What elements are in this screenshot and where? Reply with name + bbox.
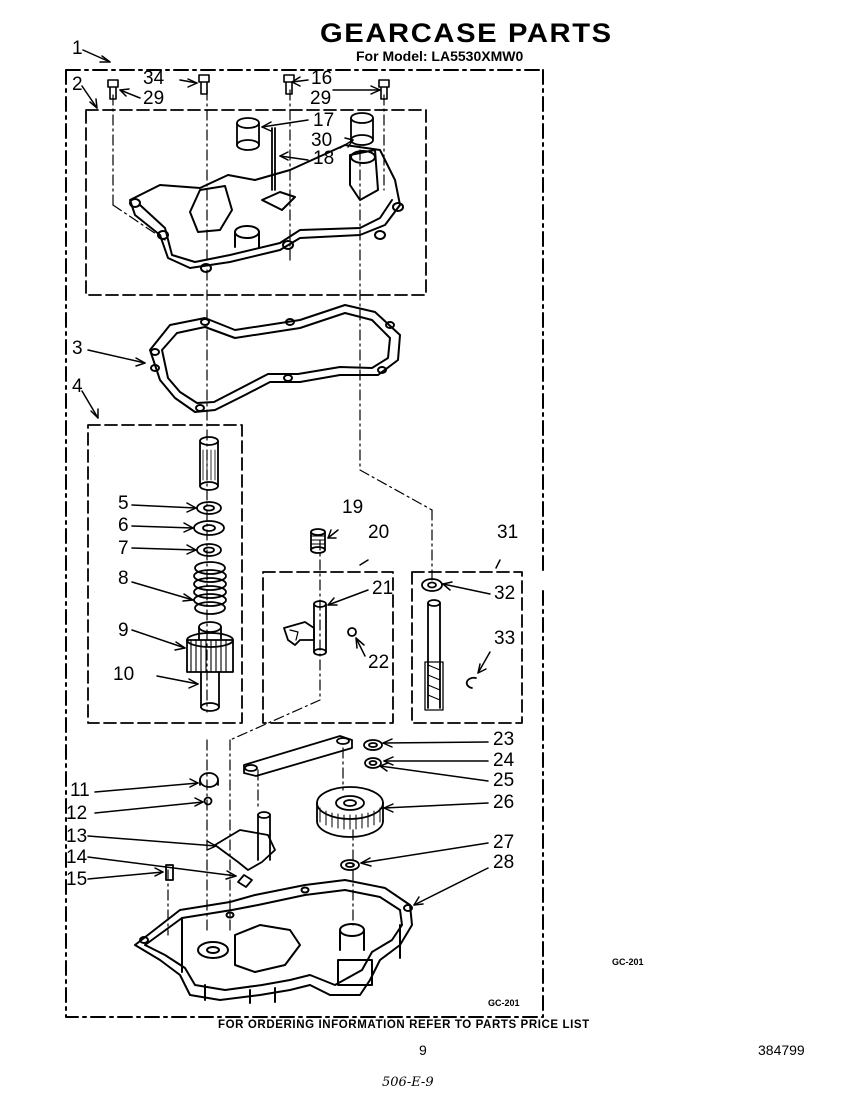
pinion-group-box (411, 571, 523, 724)
cam-shifter (165, 811, 276, 888)
callout-28: 28 (493, 852, 515, 873)
gearcase-cover (129, 144, 404, 273)
callout-18: 18 (313, 148, 335, 169)
callout-32: 32 (494, 583, 516, 604)
callout-15: 15 (66, 869, 88, 890)
bushings (236, 112, 374, 191)
callout-30: 30 (311, 130, 333, 151)
model-subtitle: For Model: LA5530XMW0 (356, 48, 524, 64)
callout-19: 19 (342, 497, 364, 518)
callout-12: 12 (66, 803, 88, 824)
callout-8: 8 (118, 568, 129, 589)
callout-3: 3 (72, 338, 83, 359)
drive-lever (243, 735, 383, 777)
callout-17: 17 (313, 110, 335, 131)
alignment-lines (112, 89, 433, 936)
callout-29-right: 29 (310, 88, 332, 109)
callout-4: 4 (72, 376, 83, 397)
callout-29-left: 29 (143, 88, 165, 109)
document-number: 384799 (758, 1042, 805, 1058)
handwritten-note: 506-E-9 (382, 1075, 434, 1090)
callout-20: 20 (368, 522, 390, 543)
agitate-shaft-assembly (186, 436, 234, 712)
seal-ball (199, 772, 219, 806)
drawing-code-right: GC-201 (612, 957, 644, 967)
callout-25: 25 (493, 770, 515, 791)
gasket (149, 304, 401, 413)
callout-24: 24 (493, 750, 515, 771)
callout-14: 14 (66, 847, 88, 868)
callout-21: 21 (372, 578, 394, 599)
callout-34: 34 (143, 68, 165, 89)
callout-2: 2 (72, 74, 83, 95)
callout-leaders (81, 49, 501, 906)
shifter-assembly (283, 528, 357, 656)
callout-7: 7 (118, 538, 129, 559)
callout-1: 1 (72, 38, 83, 59)
drive-gear (316, 786, 384, 871)
pinion-assembly (421, 578, 477, 711)
callout-27: 27 (493, 832, 515, 853)
callout-22: 22 (368, 652, 390, 673)
callout-5: 5 (118, 493, 129, 514)
callout-11: 11 (70, 780, 90, 801)
callout-6: 6 (118, 515, 129, 536)
callout-10: 10 (113, 664, 135, 685)
callout-16: 16 (311, 68, 333, 89)
cover-group-box (85, 109, 427, 296)
callout-23: 23 (493, 729, 515, 750)
callout-33: 33 (494, 628, 516, 649)
page-number: 9 (419, 1042, 427, 1058)
gearcase-base (134, 879, 413, 1004)
callout-31: 31 (497, 522, 519, 543)
callout-9: 9 (118, 620, 129, 641)
drawing-code-bottom: GC-201 (488, 998, 520, 1008)
callout-13: 13 (66, 826, 88, 847)
shifter-group-box (262, 571, 394, 724)
cover-screws (107, 74, 390, 100)
ordering-info-note: FOR ORDERING INFORMATION REFER TO PARTS … (218, 1019, 590, 1031)
callout-26: 26 (493, 792, 515, 813)
page-title: GEARCASE PARTS (320, 18, 613, 48)
shaft-group-box (87, 424, 243, 724)
assembly-1-boundary (65, 69, 544, 1018)
